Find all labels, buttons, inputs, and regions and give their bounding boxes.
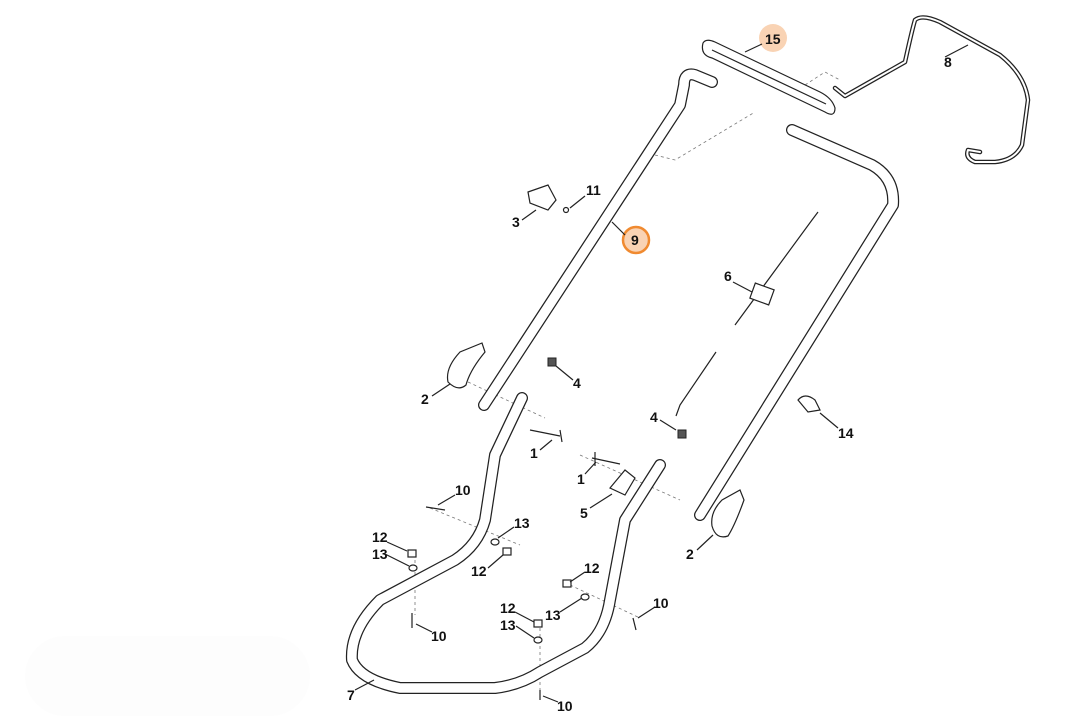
clamp-lever-right (711, 489, 745, 538)
callout-12c[interactable]: 12 (584, 560, 600, 576)
nut-part-12d (533, 619, 543, 628)
callout-13d[interactable]: 13 (500, 617, 516, 633)
background-shadow (25, 636, 310, 716)
callout-10d[interactable]: 10 (557, 698, 573, 712)
washer-part-13c (580, 593, 590, 601)
small-parts (407, 184, 821, 700)
callout-11[interactable]: 11 (586, 182, 601, 198)
bolt-part-1b (591, 452, 621, 466)
callout-13[interactable]: 13 (514, 515, 530, 531)
callout-1[interactable]: 1 (530, 445, 538, 461)
nut-part-4b (677, 429, 687, 439)
nut-part-4a (547, 357, 557, 367)
assembly-guide-lines (414, 71, 841, 690)
callout-15[interactable]: 15 (765, 31, 781, 47)
control-bail-wire[interactable] (832, 15, 1031, 165)
nut-part-12b (502, 547, 512, 556)
washer-part-13b (490, 538, 500, 546)
upper-left-handle-tube[interactable] (478, 68, 718, 411)
callout-12b[interactable]: 12 (471, 563, 487, 579)
callout-highlight-15 (759, 24, 787, 52)
washer-part-13d (533, 636, 543, 644)
bolt-part-10c (632, 617, 637, 631)
clip-part-14 (797, 395, 821, 413)
callout-10b[interactable]: 10 (653, 595, 669, 611)
bolt-part-10a (425, 506, 446, 511)
callout-9[interactable]: 9 (631, 232, 639, 248)
screw-part-11 (562, 206, 570, 214)
callout-10[interactable]: 10 (455, 482, 471, 498)
callout-highlight-9 (621, 225, 651, 255)
callout-4[interactable]: 4 (573, 375, 581, 391)
callout-2[interactable]: 2 (421, 391, 429, 407)
right-handle-tube[interactable] (694, 124, 900, 521)
bowden-cable[interactable] (675, 211, 819, 417)
washer-part-13a (408, 564, 418, 572)
clamp-lever-left (446, 342, 486, 389)
callout-14[interactable]: 14 (838, 425, 854, 441)
callout-6[interactable]: 6 (724, 268, 732, 284)
callout-1b[interactable]: 1 (577, 471, 585, 487)
bracket-part-5 (609, 469, 636, 496)
callout-4b[interactable]: 4 (650, 409, 658, 425)
callout-13b[interactable]: 13 (372, 546, 388, 562)
callout-12[interactable]: 12 (372, 529, 388, 545)
callout-12d[interactable]: 12 (500, 600, 516, 616)
callout-2b[interactable]: 2 (686, 546, 694, 562)
bolt-part-1a (529, 429, 563, 443)
lower-handle-frame[interactable] (345, 392, 666, 694)
callout-8[interactable]: 8 (944, 54, 952, 70)
callout-10c[interactable]: 10 (431, 628, 447, 644)
nut-part-12c (562, 579, 572, 588)
nut-part-12a (407, 549, 417, 558)
callout-labels: 15 8 11 3 9 6 2 4 14 1 4 1 10 5 13 12 13… (347, 31, 952, 712)
leader-lines (354, 43, 969, 703)
callout-13c[interactable]: 13 (545, 607, 561, 623)
callout-3[interactable]: 3 (512, 214, 520, 230)
callout-7[interactable]: 7 (347, 687, 355, 703)
handle-grip[interactable] (701, 39, 836, 115)
callout-5[interactable]: 5 (580, 505, 588, 521)
clip-part-3 (527, 184, 557, 211)
